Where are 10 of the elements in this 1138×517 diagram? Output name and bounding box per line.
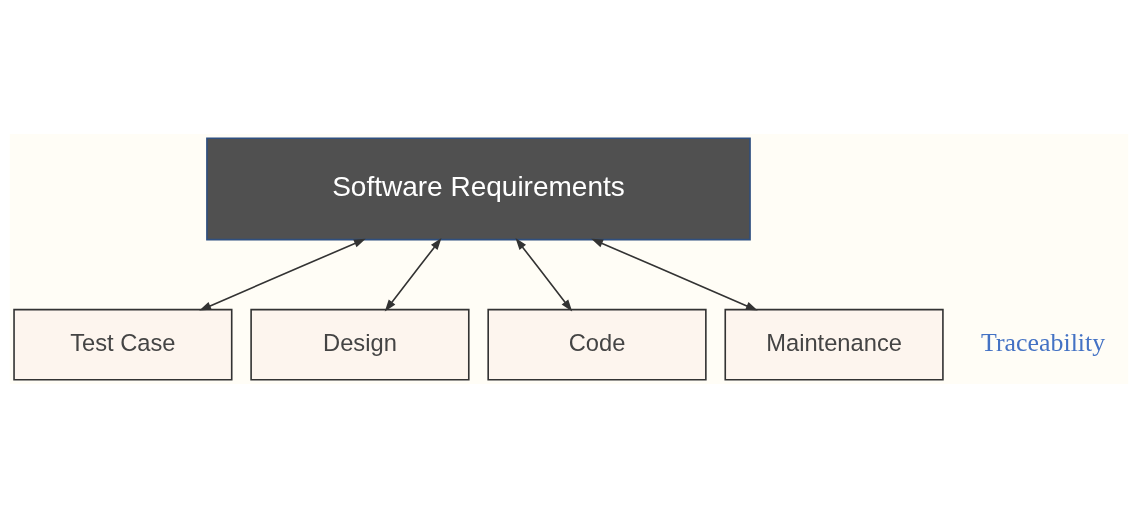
node-box: Code bbox=[487, 308, 707, 380]
arrow bbox=[515, 237, 573, 311]
label: Traceability bbox=[981, 327, 1106, 357]
node-box: Design bbox=[250, 308, 470, 380]
node-box: Test Case bbox=[13, 308, 233, 380]
arrow bbox=[591, 238, 758, 311]
node-box: Software Requirements bbox=[206, 137, 751, 240]
node-box: Maintenance bbox=[724, 308, 944, 380]
arrow bbox=[384, 237, 442, 311]
arrow bbox=[199, 238, 366, 311]
